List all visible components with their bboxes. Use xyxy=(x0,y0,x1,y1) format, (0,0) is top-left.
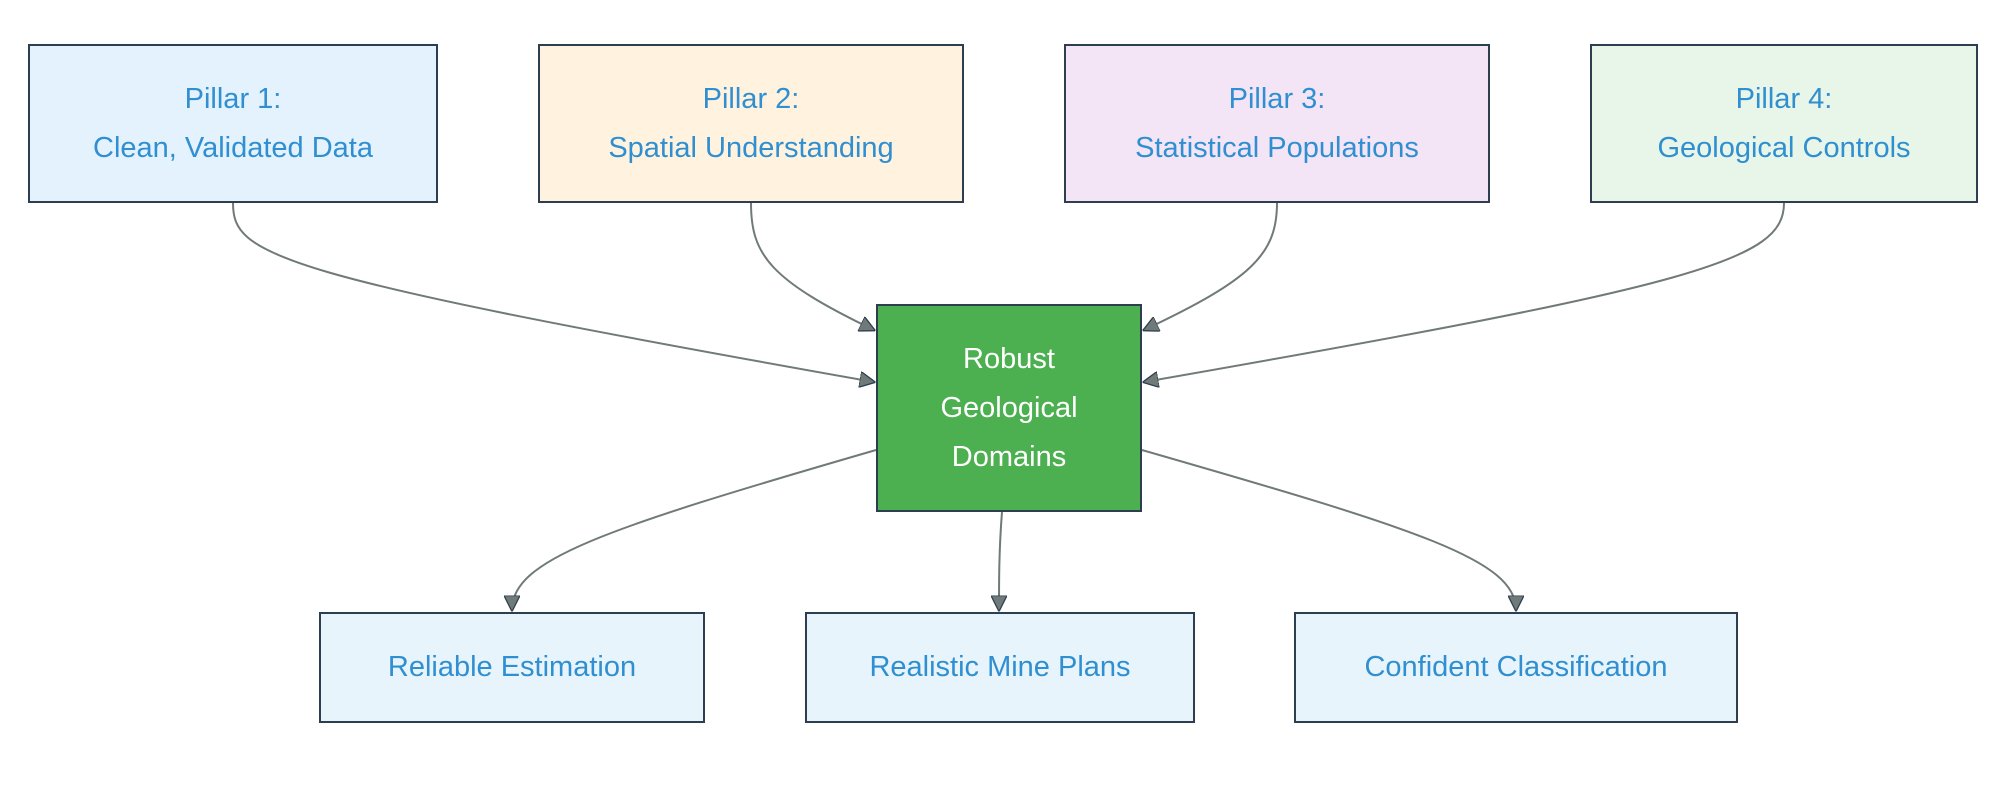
pillar-4-subtitle: Geological Controls xyxy=(1657,131,1911,164)
pillar-1-title: Pillar 1: xyxy=(184,82,282,115)
edge-center-to-out-1 xyxy=(512,449,877,610)
central-domains-node: Robust Geological Domains xyxy=(876,304,1142,512)
pillar-2-title: Pillar 2: xyxy=(702,82,800,115)
pillar-3-subtitle: Statistical Populations xyxy=(1135,131,1419,164)
pillar-4-node: Pillar 4: Geological Controls xyxy=(1590,44,1978,203)
pillar-3-title: Pillar 3: xyxy=(1228,82,1326,115)
pillar-3-node: Pillar 3: Statistical Populations xyxy=(1064,44,1490,203)
center-line-1: Robust xyxy=(963,342,1055,375)
edge-pillar-3-to-center xyxy=(1144,202,1278,330)
outcome-3-label: Confident Classification xyxy=(1364,651,1668,683)
outcome-1-label: Reliable Estimation xyxy=(387,651,637,683)
edge-pillar-2-to-center xyxy=(750,202,874,330)
center-line-2: Geological xyxy=(940,391,1078,424)
outcome-reliable-estimation-node: Reliable Estimation xyxy=(319,612,705,723)
edge-center-to-out-2 xyxy=(999,511,1002,610)
outcome-realistic-mine-plans-node: Realistic Mine Plans xyxy=(805,612,1195,723)
edge-pillar-4-to-center xyxy=(1144,202,1785,382)
pillar-2-subtitle: Spatial Understanding xyxy=(608,131,894,164)
pillar-2-node: Pillar 2: Spatial Understanding xyxy=(538,44,964,203)
pillar-1-subtitle: Clean, Validated Data xyxy=(93,131,373,164)
pillar-1-node: Pillar 1: Clean, Validated Data xyxy=(28,44,438,203)
pillar-4-title: Pillar 4: xyxy=(1735,82,1833,115)
edge-center-to-out-3 xyxy=(1141,449,1516,610)
center-line-3: Domains xyxy=(951,440,1067,473)
outcome-2-label: Realistic Mine Plans xyxy=(869,651,1131,683)
edge-pillar-1-to-center xyxy=(232,202,874,382)
outcome-confident-classification-node: Confident Classification xyxy=(1294,612,1738,723)
